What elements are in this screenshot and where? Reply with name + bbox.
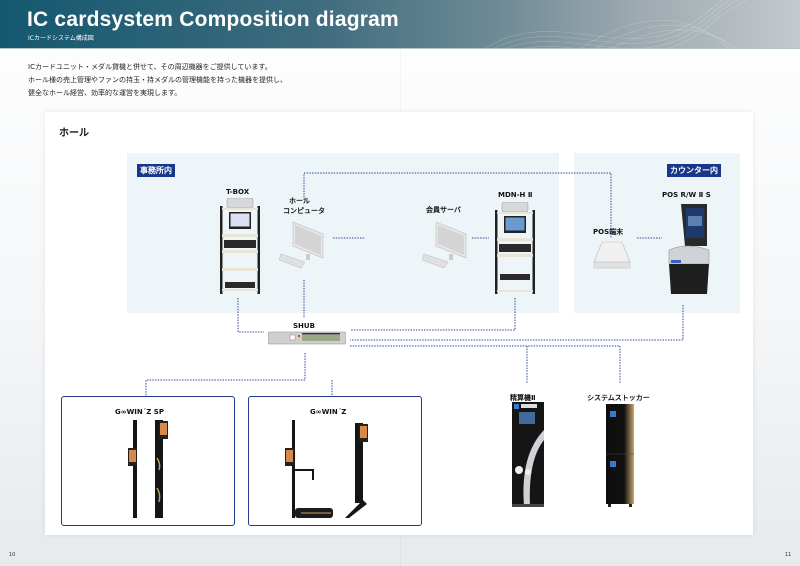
intro-line: ホール様の売上管理やファンの持玉・持メダルの管理機能を持った機器を提供し、 [28,76,287,84]
header-banner: IC cardsystem Composition diagram ICカードシ… [0,0,800,49]
seisan-label: 精算機Ⅱ [510,394,536,402]
intro-line: ICカードユニット・メダル貸機と併せて、その周辺機器をご提供しています。 [28,63,272,71]
pos-rw-label: POS R/W Ⅱ S [662,191,711,199]
office-zone-tag: 事務所内 [137,164,175,177]
gwinz-sp-label: G∞WIN´Z SP [115,408,164,416]
hall-computer-icon [279,221,324,269]
gwinz-sp-units-icon [128,420,168,518]
hall-computer-label-2: コンピュータ [283,207,325,215]
page-number-right: 11 [785,552,792,558]
shub-label: SHUB [293,322,315,330]
shub-switch-icon [268,331,346,345]
member-server-label: 会員サーバ [426,206,461,214]
stocker-label: システムストッカー [587,394,650,402]
seisan-machine-icon [512,402,544,507]
page-subtitle: ICカードシステム構成図 [28,35,94,42]
wave-decoration-icon [485,0,749,48]
pos-rw-icon [668,204,710,294]
system-stocker-icon [606,404,634,507]
page-number-left: 10 [9,552,16,558]
member-server-icon [422,221,467,269]
counter-zone-tag: カウンター内 [667,164,721,177]
pos-terminal-icon [593,241,631,269]
tbox-rack-icon [220,198,260,294]
gwinz-group [248,396,422,526]
mdn-label: MDN-H Ⅱ [498,191,533,199]
page-title: IC cardsystem Composition diagram [27,8,399,31]
tbox-label: T-BOX [226,188,250,196]
mdn-rack-icon [495,202,535,294]
gwinz-units-icon [285,420,368,518]
intro-text: ICカードユニット・メダル貸機と併せて、その周辺機器をご提供しています。 ホール… [28,61,287,100]
pos-terminal-label: POS端末 [593,228,624,236]
hall-area-label: ホール [59,128,89,139]
hall-computer-label-1: ホール [289,197,310,205]
gwinz-sp-group [61,396,235,526]
gwinz-label: G∞WIN´Z [310,408,347,416]
intro-line: 健全なホール経営、効率的な運営を実現します。 [28,89,182,97]
